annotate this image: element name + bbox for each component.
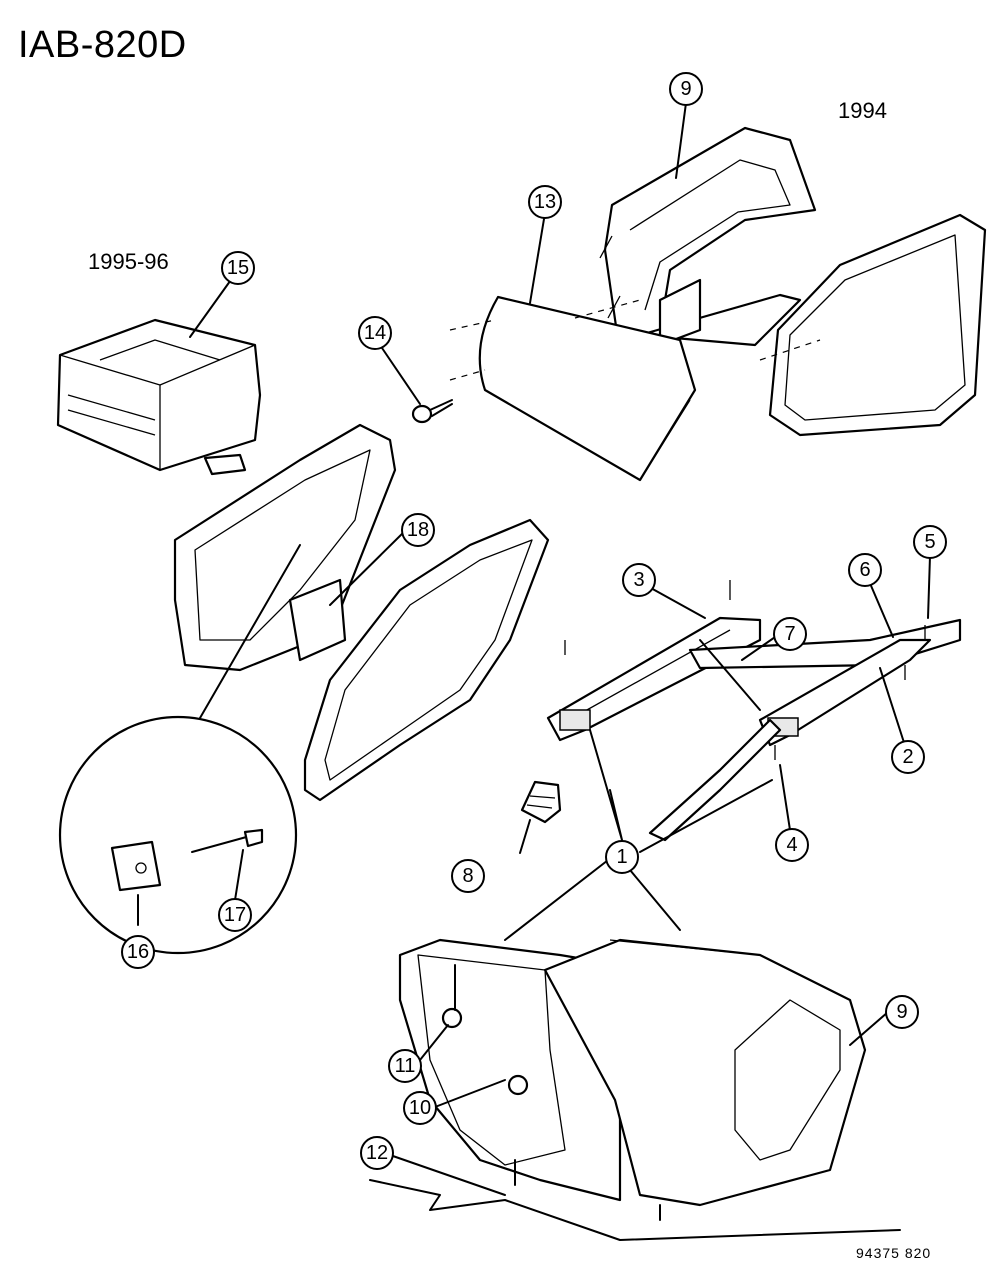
callout-9-lower: 9	[885, 995, 919, 1029]
svg-text:4: 4	[786, 834, 797, 856]
svg-text:15: 15	[227, 257, 249, 279]
lower-console-frame	[369, 938, 901, 1241]
callout-15: 15	[221, 251, 255, 285]
detail-view	[58, 544, 301, 955]
callout-2: 2	[891, 740, 925, 774]
callout-9-upper: 9	[669, 72, 703, 106]
svg-text:12: 12	[366, 1142, 388, 1164]
callout-8: 8	[451, 859, 485, 893]
svg-text:9: 9	[680, 78, 691, 100]
drawing-number: 94375 820	[856, 1245, 932, 1261]
callout-13: 13	[528, 185, 562, 219]
console-frame-1994	[599, 126, 987, 437]
storage-tray	[56, 318, 262, 476]
callout-16: 16	[121, 935, 155, 969]
variant-label-1995-96: 1995-96	[88, 249, 169, 274]
svg-text:3: 3	[633, 569, 644, 591]
variant-label-1994: 1994	[838, 98, 887, 123]
diagram-id: IAB-820D	[18, 24, 187, 66]
callout-14: 14	[358, 316, 392, 350]
svg-text:5: 5	[924, 531, 935, 553]
callout-18: 18	[401, 513, 435, 547]
svg-text:6: 6	[859, 559, 870, 581]
callout-17: 17	[218, 898, 252, 932]
callout-5: 5	[913, 525, 947, 559]
console-frame-1995-96	[173, 423, 550, 802]
leader-18	[329, 527, 409, 606]
callout-4: 4	[775, 828, 809, 862]
seat-track-assembly	[546, 580, 962, 842]
svg-text:14: 14	[364, 322, 386, 344]
callout-11: 11	[388, 1049, 422, 1083]
svg-text:2: 2	[902, 746, 913, 768]
leader-lines	[137, 102, 931, 1196]
svg-text:17: 17	[224, 904, 246, 926]
cover-panel	[449, 295, 821, 482]
callout-1: 1	[605, 840, 639, 874]
screw	[411, 399, 453, 424]
callout-10: 10	[403, 1091, 437, 1125]
callout-3: 3	[622, 563, 656, 597]
svg-text:8: 8	[462, 865, 473, 887]
clip	[520, 780, 562, 824]
svg-text:9: 9	[896, 1001, 907, 1023]
svg-text:18: 18	[407, 519, 429, 541]
svg-text:11: 11	[395, 1055, 416, 1077]
callout-12: 12	[360, 1136, 394, 1170]
svg-text:10: 10	[409, 1097, 431, 1119]
svg-text:13: 13	[534, 191, 556, 213]
svg-text:7: 7	[784, 623, 795, 645]
callout-7: 7	[773, 617, 807, 651]
callout-6: 6	[848, 553, 882, 587]
svg-text:16: 16	[127, 941, 149, 963]
svg-text:1: 1	[616, 846, 627, 868]
